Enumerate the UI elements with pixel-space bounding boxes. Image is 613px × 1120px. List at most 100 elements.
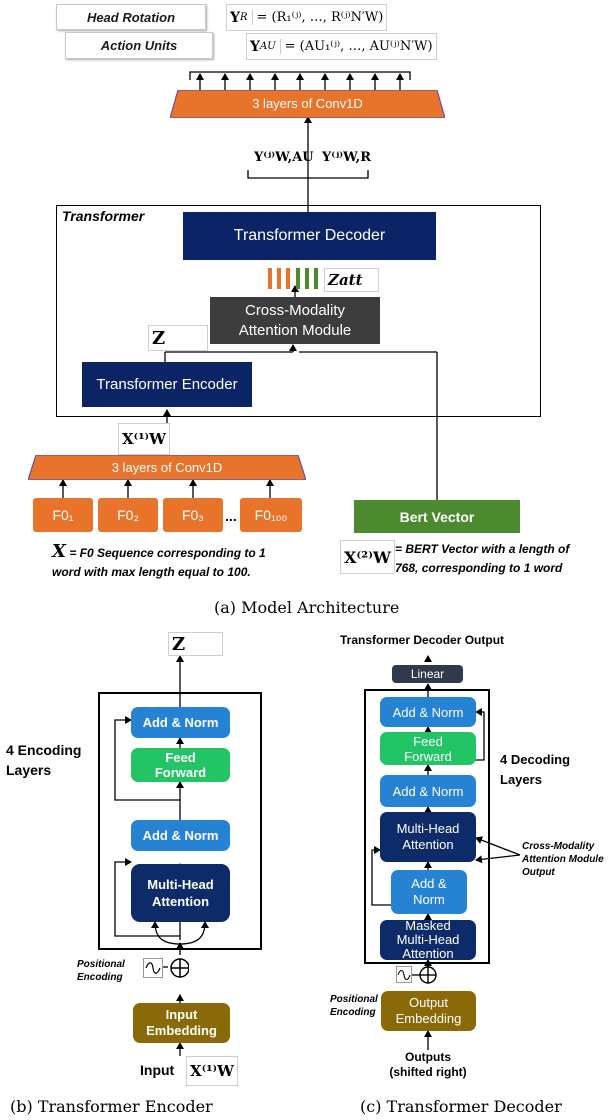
decoder-cross-line3: Output [522, 867, 555, 878]
encoder-embed-line1: Input [165, 1007, 198, 1022]
cross-modality-line1: Cross-Modality [244, 301, 346, 319]
conv1d-top-shape [170, 90, 445, 118]
y-au-symbol: Y [250, 38, 260, 55]
decoder-pos-line1: Positional [330, 994, 378, 1005]
decoder-positional-icon [396, 966, 437, 984]
encoder-pos-line1: Positional [77, 959, 125, 970]
bert-note-line2: 768, corresponding to 1 word [395, 561, 563, 575]
f0-box-100: F0₁₀₀ [240, 498, 302, 532]
decoder-output-embedding: Output Embedding [381, 991, 476, 1031]
zatt-bar-green-2 [305, 268, 309, 289]
decoder-add-norm-2-text: Add & Norm [392, 783, 464, 799]
encoder-layers-label: 4 Encoding Layers [6, 740, 81, 780]
decoder-add-norm-1-text: Add & Norm [392, 704, 464, 720]
conv1d-top-label: 3 layers of Conv1D [252, 96, 363, 111]
encoder-add-norm-bottom-text: Add & Norm [142, 828, 219, 843]
decoder-masked-line2: Multi-Head [396, 932, 460, 947]
zatt-bar-orange-1 [268, 268, 272, 289]
decoder-positional-label: Positional Encoding [330, 993, 378, 1019]
encoder-feed-forward: Feed Forward [131, 748, 230, 782]
xw2-label: X⁽²⁾W [340, 540, 395, 574]
decoder-masked-line3: Attention [402, 946, 454, 961]
encoder-add-norm-top-text: Add & Norm [142, 715, 219, 730]
decoder-cross-line2: Attention Module [522, 854, 604, 865]
y-r-rhs: = (R₁⁽ʲ⁾, …, R⁽ʲ⁾N′W) [251, 10, 383, 25]
decoder-add-norm-2: Add & Norm [380, 775, 476, 807]
encoder-input-math: X⁽¹⁾W [186, 1056, 238, 1086]
decoder-outputs-line2: (shifted right) [389, 1065, 467, 1079]
conv1d-bottom-shape [28, 455, 306, 480]
decoder-add-norm-3-line1: Add & [411, 876, 447, 891]
decoder-output-title: Transformer Decoder Output [340, 633, 505, 647]
y-au-rhs: = (AU₁⁽ʲ⁾, …, AU⁽ʲ⁾N′W) [279, 39, 433, 54]
decoder-linear-box: Linear [392, 665, 463, 683]
zatt-bar-green-1 [296, 268, 300, 289]
encoder-embed-line2: Embedding [146, 1023, 217, 1038]
encoder-z-text: Z [172, 633, 186, 655]
x-note: X = F0 Sequence corresponding to 1 word … [52, 542, 322, 582]
transformer-decoder-text: Transformer Decoder [233, 227, 386, 244]
caption-a: (a) Model Architecture [214, 598, 400, 617]
cross-modality-line2: Attention Module [238, 321, 352, 339]
f0-label-1: F0₁ [52, 507, 74, 523]
zatt-text: Zatt [328, 271, 363, 289]
encoder-ff-line2: Forward [154, 765, 207, 780]
decoder-cross-line1: Cross-Modality [522, 841, 595, 852]
decoder-frame [364, 689, 490, 964]
decoder-layers-label: 4 Decoding Layers [500, 750, 570, 790]
y-w-au-label: Y⁽ʲ⁾W,AU [254, 150, 314, 165]
x-symbol: X [52, 541, 66, 562]
z-label-main: Z [148, 325, 208, 351]
z-main-text: Z [152, 327, 166, 349]
decoder-feed-forward: Feed Forward [380, 732, 476, 765]
decoder-embed-line2: Embedding [395, 1011, 462, 1026]
encoder-positional-label: Positional Encoding [77, 958, 125, 984]
encoder-z-label: Z [168, 632, 223, 656]
decoder-add-norm-3: Add & Norm [391, 870, 467, 914]
decoder-multi-head-attention: Multi-Head Attention [380, 812, 476, 862]
encoder-add-norm-bottom: Add & Norm [131, 820, 230, 851]
encoder-multi-head-attention: Multi-Head Attention [131, 864, 230, 922]
transformer-frame [56, 205, 541, 417]
decoder-add-norm-1: Add & Norm [380, 697, 476, 727]
decoder-layers-line1: 4 Decoding [500, 752, 571, 767]
decoder-outputs-line1: Outputs [405, 1050, 451, 1064]
decoder-add-norm-3-line2: Norm [413, 892, 445, 907]
f0-label-100: F0₁₀₀ [254, 507, 288, 523]
encoder-mha-line2: Attention [151, 894, 210, 909]
transformer-title: Transformer [62, 208, 145, 224]
zatt-bar-orange-3 [286, 268, 290, 289]
transformer-encoder-box: Transformer Encoder [82, 362, 252, 407]
y-r-symbol: Y [230, 9, 240, 26]
y-w-r-label: Y⁽ʲ⁾W,R [322, 150, 372, 165]
encoder-input-label: Input [140, 1062, 175, 1078]
xw1-text: X⁽¹⁾W [122, 430, 166, 448]
y-au-subscript: AU [260, 41, 276, 52]
encoder-input-math-text: X⁽¹⁾W [190, 1062, 234, 1080]
decoder-pos-line2: Encoding [330, 1007, 376, 1018]
decoder-cross-modality-label: Cross-Modality Attention Module Output [522, 840, 604, 879]
f0-box-2: F0₂ [98, 498, 158, 532]
bert-vector-text: Bert Vector [399, 508, 475, 525]
f0-ellipsis: ... [225, 508, 237, 524]
xw2-text: X⁽²⁾W [344, 547, 391, 567]
zatt-bar-green-3 [314, 268, 318, 289]
decoder-outputs-label: Outputs (shifted right) [378, 1050, 478, 1080]
decoder-linear-text: Linear [410, 667, 445, 681]
decoder-masked-multi-head-attention: Masked Multi-Head Attention [380, 919, 476, 961]
encoder-frame [98, 692, 262, 950]
encoder-input-embedding: Input Embedding [133, 1003, 230, 1043]
transformer-decoder-box: Transformer Decoder [183, 212, 436, 260]
caption-b: (b) Transformer Encoder [10, 1097, 213, 1116]
caption-c: (c) Transformer Decoder [360, 1097, 562, 1116]
head-rotation-text: Head Rotation [86, 9, 176, 25]
xw1-label: X⁽¹⁾W [118, 423, 170, 455]
bert-note-line1: = BERT Vector with a length of [395, 542, 570, 556]
transformer-encoder-text: Transformer Encoder [96, 376, 238, 393]
zatt-bars [268, 268, 324, 289]
decoder-mha-line1: Multi-Head [396, 821, 460, 836]
x-note-line1: = F0 Sequence corresponding to 1 [69, 546, 266, 560]
